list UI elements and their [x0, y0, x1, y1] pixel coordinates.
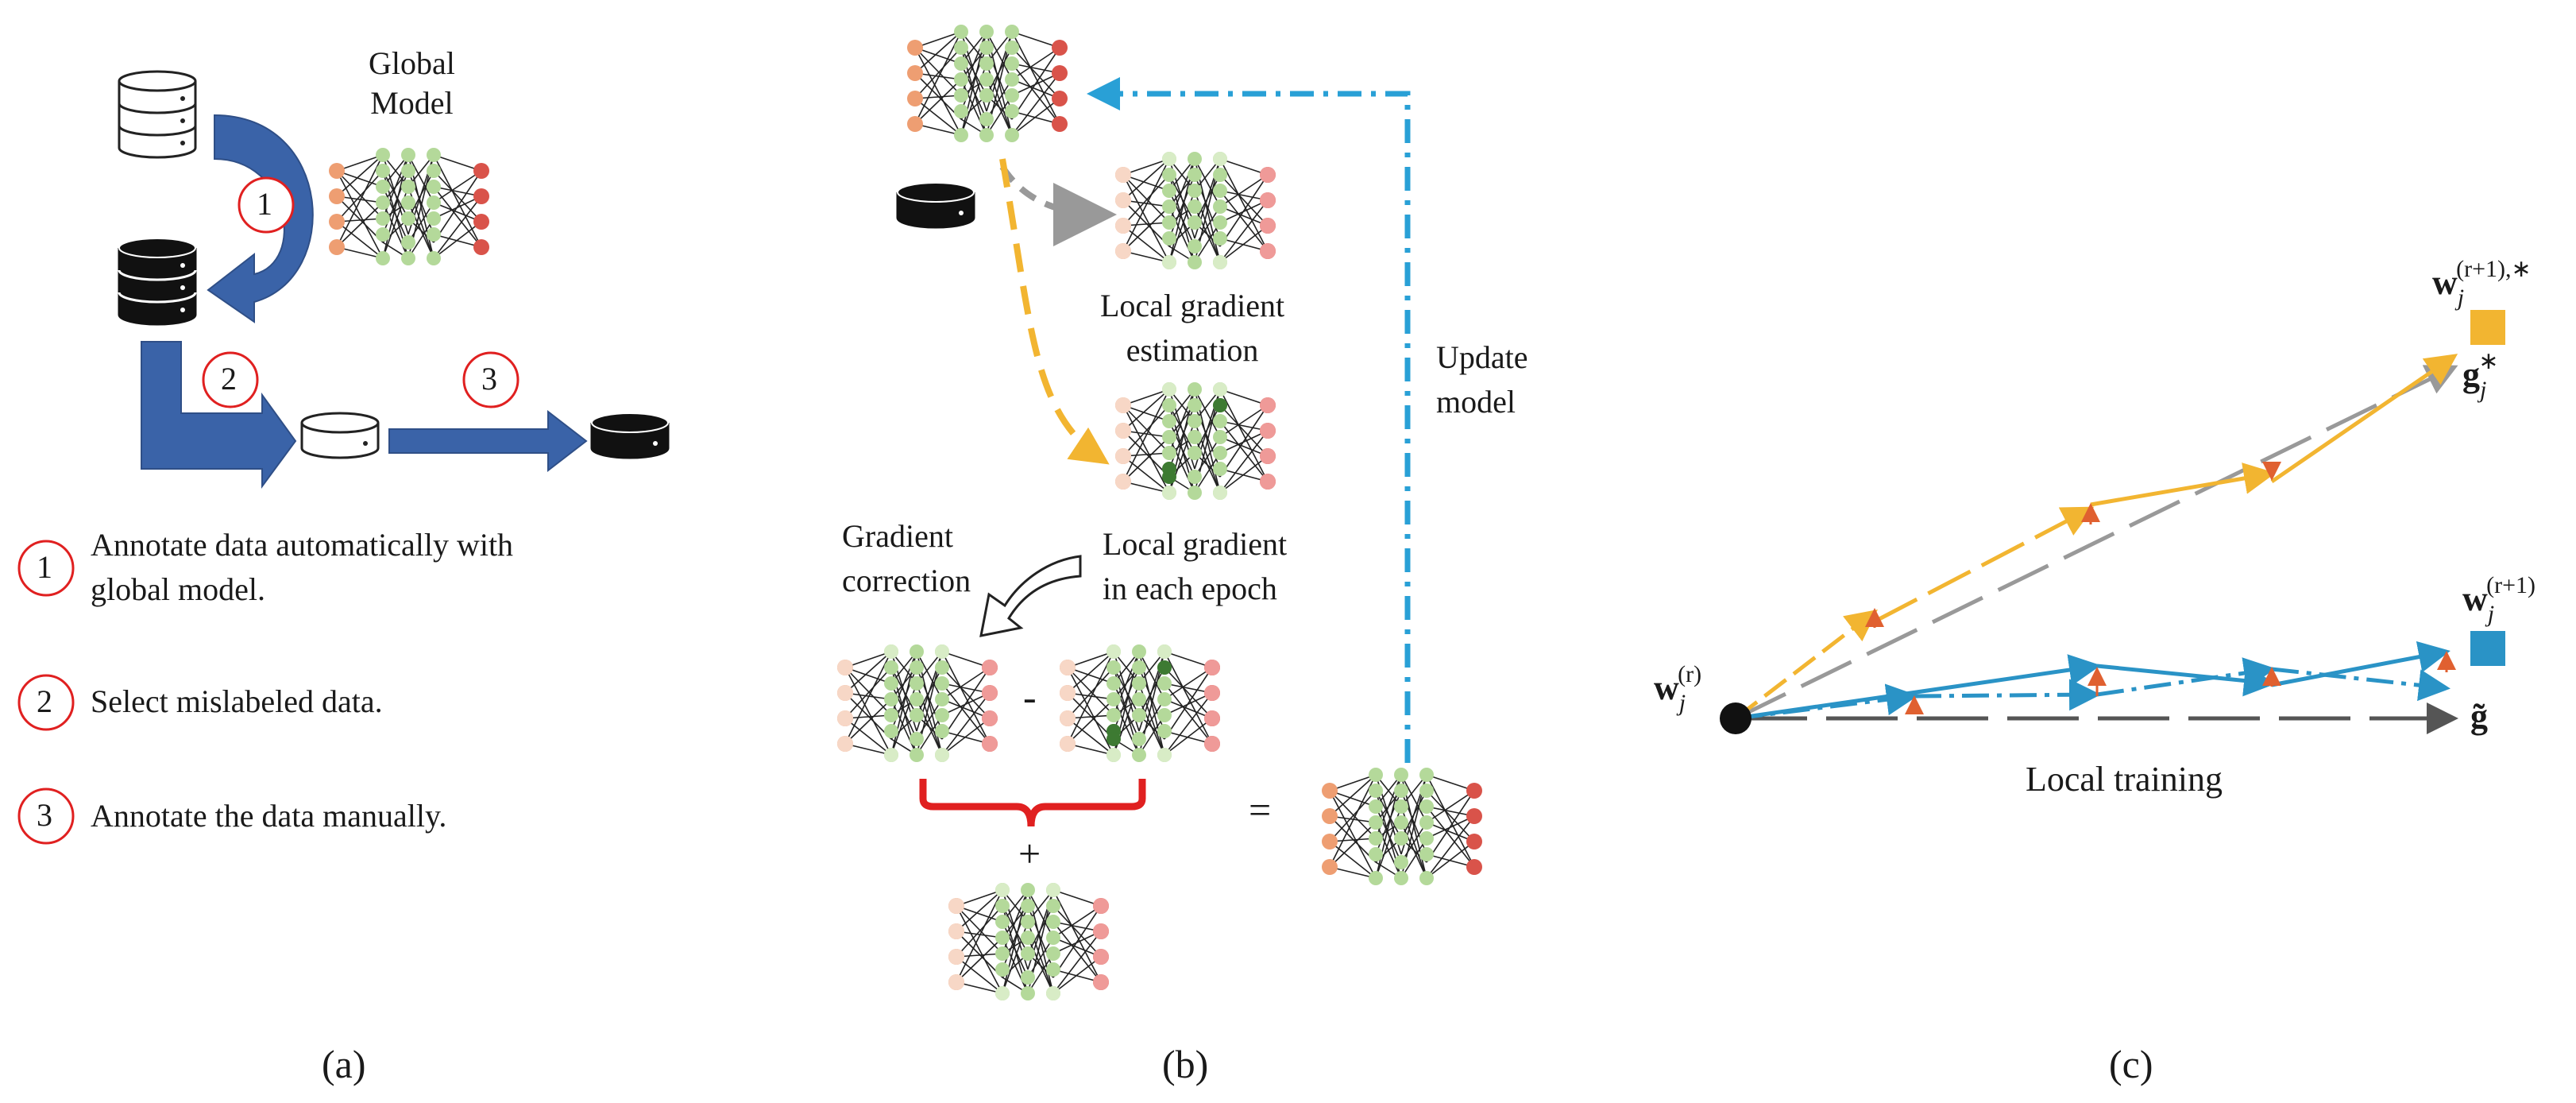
- w-next-label: wj(r+1): [2462, 572, 2536, 627]
- legend-3-number: 3: [37, 797, 52, 833]
- local-data-disk-icon: [896, 181, 975, 229]
- l-arrow-step2: [141, 341, 297, 490]
- straight-arrow-step3: [388, 409, 588, 473]
- right-correction-network-icon: [1060, 644, 1220, 762]
- legend-1-number: 1: [37, 549, 52, 585]
- start-point: [1720, 702, 1751, 734]
- estimation-network-icon: [1115, 152, 1276, 269]
- global-model-label: Global Model: [369, 45, 455, 121]
- legend-1-badge: [17, 540, 75, 597]
- w-star-label: wj(r+1),∗: [2432, 256, 2532, 311]
- local-gradient-estimation-label: Local gradient estimation: [1100, 288, 1285, 368]
- step-1-number: 1: [257, 186, 272, 222]
- target-marker-yellow: [2470, 310, 2505, 345]
- single-disk-white-icon: [300, 412, 380, 459]
- gray-dashed-direction: [1734, 365, 2458, 721]
- global-model-network-icon: [328, 147, 490, 266]
- database-white-icon: [118, 70, 197, 159]
- legend-1-text: Annotate data automatically with global …: [91, 527, 514, 607]
- step-2-badge: [202, 351, 259, 408]
- panel-b: [837, 24, 1483, 1000]
- blue-trajectory: [1735, 641, 2450, 721]
- minus-sign: -: [1023, 675, 1037, 719]
- w-start-label: wj(r): [1654, 661, 1702, 716]
- single-disk-black-icon: [590, 412, 670, 459]
- step-3-number: 3: [481, 361, 497, 397]
- caption-c: (c): [2109, 1042, 2153, 1086]
- gradient-correction-arrow: [979, 555, 1082, 637]
- legend-3-text: Annotate the data manually.: [91, 798, 447, 834]
- yellow-trajectory: [1734, 354, 2458, 720]
- updated-model-network-icon: [1321, 767, 1483, 886]
- epoch-gradient-network-icon: [1115, 382, 1276, 500]
- caption-b: (b): [1162, 1042, 1209, 1086]
- update-model-label: Update model: [1436, 339, 1528, 420]
- gray-dashed-arrow: [999, 164, 1117, 246]
- local-training-label: Local training: [2026, 760, 2223, 799]
- update-model-dash-dot-arrow: [1087, 77, 1411, 763]
- legend-2-badge: [17, 674, 75, 731]
- top-model-network-icon: [906, 24, 1068, 143]
- step-2-number: 2: [221, 361, 237, 397]
- step-3-badge: [462, 351, 519, 408]
- local-gradient-each-epoch-label: Local gradient in each epoch: [1103, 526, 1288, 606]
- blue-dashdot-trajectory: [1735, 657, 2450, 721]
- g-star-label: gj∗: [2462, 348, 2499, 403]
- step-1-badge: [238, 176, 295, 234]
- target-marker-blue: [2470, 631, 2505, 666]
- caption-a: (a): [322, 1042, 366, 1086]
- database-black-icon: [118, 237, 197, 326]
- legend-2-number: 2: [37, 683, 52, 719]
- left-correction-network-icon: [837, 644, 998, 762]
- legend-2-text: Select mislabeled data.: [91, 683, 383, 719]
- equals-sign: =: [1249, 788, 1272, 832]
- panel-c: [1720, 310, 2505, 734]
- panel-a: [17, 70, 670, 845]
- yellow-dashed-arrow: [999, 158, 1110, 465]
- plus-sign: +: [1018, 831, 1041, 876]
- g-tilde-label: g̃: [2470, 697, 2488, 736]
- gradient-correction-label: Gradient correction: [842, 518, 971, 598]
- sum-brace: [919, 779, 1146, 827]
- correction-arrows: [1865, 462, 2456, 714]
- legend-3-badge: [17, 788, 75, 845]
- sum-network-icon: [948, 883, 1109, 1000]
